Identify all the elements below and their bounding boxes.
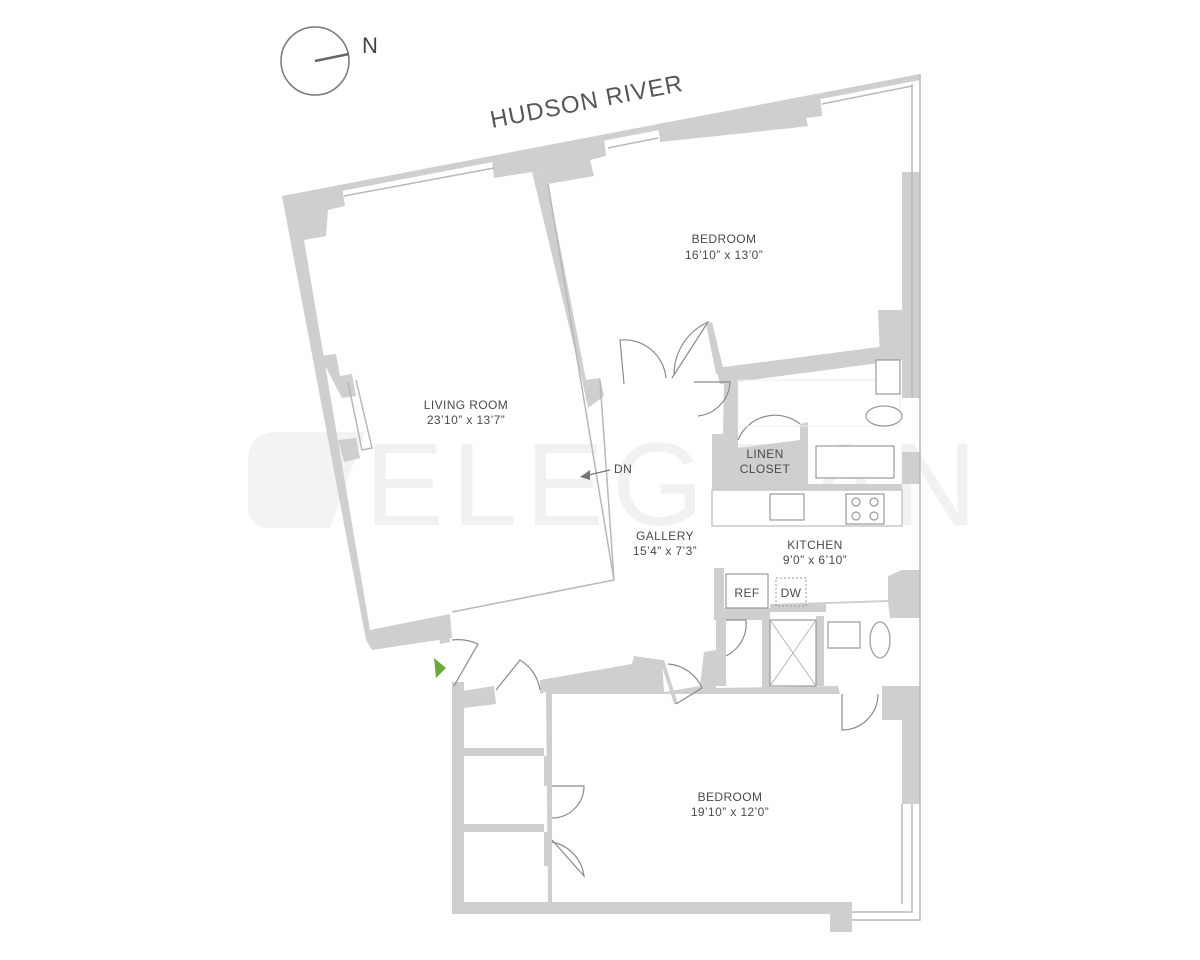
wall-top-middle [492,138,606,184]
kitchen-size: 9’0” x 6’10” [783,553,847,567]
wall-right-lower [882,686,920,804]
window-corner-top [821,85,913,105]
wall-closets-outer [452,682,464,914]
door-closet-2 [551,839,585,878]
kitchen-sink [769,493,805,521]
door-bedroom1 [671,320,710,379]
wall-closets-top [456,686,496,708]
bedroom1-size: 16’10” x 13’0” [685,248,763,262]
door-bath1 [694,381,731,417]
linen-closet-label-2: CLOSET [740,462,791,476]
bath2-toilet [869,621,891,659]
wall-linen-bath [722,376,902,500]
gallery-name: GALLERY [636,529,694,543]
door-bath2 [725,619,747,657]
wall-bath2-inner [816,616,824,686]
stove-burner-2 [869,497,879,507]
wall-bedroom2-top [540,650,840,904]
bedroom2-name: BEDROOM [698,790,763,804]
wall-door-jamb-1 [706,322,724,374]
outlines [343,74,921,921]
bath1-sink [875,359,901,395]
door-bedroom2-bath [841,693,879,731]
fixtures [725,359,903,687]
door-living [619,339,667,385]
compass-north-label: N [362,33,378,58]
wall-closet-divider-1 [464,748,544,756]
wall-pilaster-1 [320,354,356,398]
compass: N [280,26,378,96]
stove-burner-1 [851,497,861,507]
bath1-tub [815,445,895,479]
gallery-size: 15’4” x 7’3” [633,544,697,558]
bedroom1-name: BEDROOM [692,232,757,246]
wall-bath2-mid [762,620,770,690]
room-labels: BEDROOM 16’10” x 13’0” LIVING ROOM 23’10… [424,232,847,819]
stairs-label: DN [614,462,632,476]
stove-burner-4 [869,511,879,521]
wall-right-upper [902,172,920,398]
stairs-arrow-head [580,470,590,480]
shower-diagonal-2 [769,619,817,687]
wall-bottom [452,902,852,932]
wall-bedroom2-jamb [660,660,678,704]
kitchen-name: KITCHEN [787,538,842,552]
door-entry [451,639,479,687]
wall-pilaster-2 [338,438,360,462]
wall-closet-divider-2 [464,824,544,832]
door-closet-top [495,659,541,691]
wall-bath2-left [716,620,726,686]
stove-burner-3 [851,511,861,521]
wall-entry-jamb [438,624,450,644]
wall-living-left [282,186,452,650]
wall-kitchen-lower-right [770,570,920,618]
refrigerator [725,573,769,609]
wall-closet-jamb-2 [544,832,552,866]
entry-marker [434,658,446,678]
window-bedroom-top [607,137,659,149]
window-right-inner-2 [852,804,913,913]
compass-needle [314,52,350,63]
door-linen [737,414,801,441]
ref-label: REF [734,586,759,600]
door-closet-1 [551,785,585,819]
dw-label: DW [781,586,802,600]
living-niche [347,379,373,451]
bedroom2-size: 19’10” x 12’0” [691,805,769,819]
wall-bedroom-bottom [716,344,902,384]
linen-closet-label-1: LINEN [746,447,783,461]
bath1-toilet [865,405,903,427]
living-room-size: 23’10” x 13’7” [427,413,505,427]
door-bedroom2 [667,663,703,705]
kitchen-stove [845,493,885,525]
bath1-tile-floor [737,379,901,427]
gallery-edge [599,379,615,581]
window-living-top [343,167,495,197]
dishwasher [775,577,807,607]
stairs-indicator: DN [580,462,632,480]
wall-kitchen-lower-left [714,568,770,620]
wall-right-mid [902,452,920,484]
compass-circle [280,26,350,96]
bath2-sink [827,621,861,649]
window-right-outline [852,74,921,921]
river-label: HUDSON RIVER [488,70,686,134]
wall-top-right [658,94,822,142]
wall-closet-jamb-1 [544,756,552,786]
living-room-name: LIVING ROOM [424,398,508,412]
doors [451,320,879,878]
wall-living-bedroom-divider [532,172,604,408]
